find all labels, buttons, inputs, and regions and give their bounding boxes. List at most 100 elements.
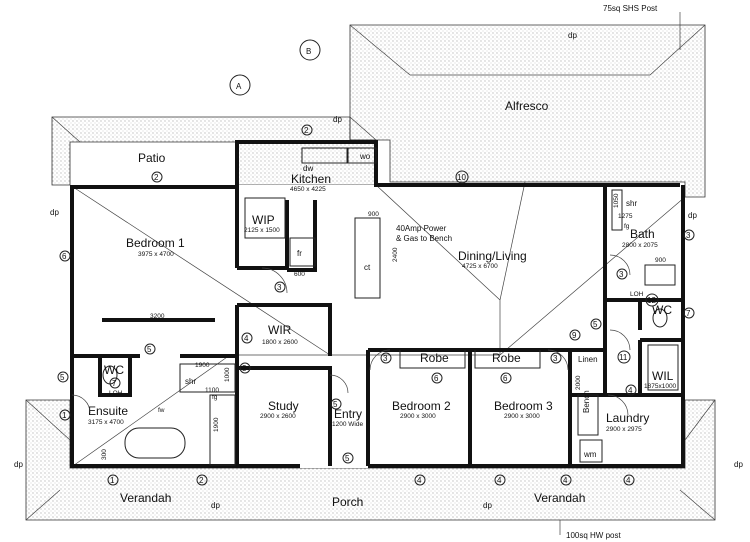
marker: 5 — [60, 373, 65, 382]
dp-label: dp — [14, 460, 23, 469]
fr-label: fr — [297, 249, 302, 258]
wir-dim: 1800 x 2600 — [262, 339, 298, 346]
power-note-1: 40Amp Power — [396, 224, 447, 233]
door-markers: 2 2 10 6 3 5 5 7 7 1 4 3 3 3 3 6 6 5 5 9… — [57, 124, 695, 486]
bedroom1-label: Bedroom 1 — [126, 236, 185, 250]
dining-label: Dining/Living — [458, 249, 527, 263]
patio-label: Patio — [138, 151, 166, 165]
dp-label: dp — [483, 501, 492, 510]
marker: 3 — [242, 364, 247, 373]
fg-label-bath: fg — [624, 223, 630, 230]
bath-dim: 2800 x 2075 — [622, 242, 658, 249]
bottom-post-label: 100sq HW post — [566, 531, 621, 540]
marker: 5 — [147, 345, 152, 354]
loh-ensuite-label: LOH — [109, 390, 123, 397]
alfresco-label: Alfresco — [505, 99, 549, 113]
dp-label: dp — [333, 115, 342, 124]
marker: 2 — [199, 476, 204, 485]
loh-bath-label: LOH — [630, 291, 644, 298]
dp-label: dp — [688, 211, 697, 220]
ceiling-hip-lines — [69, 181, 686, 469]
shr-ensuite-label: shr — [185, 377, 196, 386]
fixtures — [102, 147, 679, 466]
verandah-left-label: Verandah — [120, 491, 171, 505]
marker: 3 — [277, 283, 282, 292]
laundry-dim: 2900 x 2975 — [606, 426, 642, 433]
dim-2400: 2400 — [392, 247, 399, 262]
robe1-label: Robe — [420, 351, 449, 365]
roof-hip-lines — [25, 24, 716, 521]
marker: 10 — [457, 173, 466, 182]
marker: 5 — [345, 454, 350, 463]
marker: 4 — [628, 386, 633, 395]
power-note-2: & Gas to Bench — [396, 234, 452, 243]
laundry-label: Laundry — [606, 411, 649, 425]
bench-label: Bench — [582, 390, 591, 413]
dim-3200: 3200 — [150, 313, 165, 320]
dim-1275: 1275 — [618, 213, 633, 220]
marker: 9 — [572, 331, 577, 340]
ensuite-label: Ensuite — [88, 404, 128, 418]
dim-600: 600 — [294, 271, 305, 278]
dp-label: dp — [734, 460, 743, 469]
marker: 1 — [62, 411, 67, 420]
marker: 4 — [417, 476, 422, 485]
wip-dim: 2125 x 1500 — [244, 227, 280, 234]
marker: 4 — [626, 476, 631, 485]
top-post-label: 75sq SHS Post — [603, 4, 658, 13]
verandah-right-label: Verandah — [534, 491, 585, 505]
marker: 2 — [154, 173, 159, 182]
marker: 3 — [383, 354, 388, 363]
porch-label: Porch — [332, 495, 363, 509]
ct-label: ct — [364, 263, 371, 272]
marker: 7 — [112, 379, 117, 388]
wo-label: wo — [359, 152, 371, 161]
bath-label: Bath — [630, 227, 655, 241]
dim-900: 900 — [368, 211, 379, 218]
wil-dim: 1875x1000 — [644, 383, 677, 390]
wir-label: WIR — [268, 323, 292, 337]
linen-label: Linen — [578, 355, 598, 364]
wip-label: WIP — [252, 213, 275, 227]
dp-label: dp — [211, 501, 220, 510]
marker: 3 — [553, 354, 558, 363]
bedroom3-label: Bedroom 3 — [494, 399, 553, 413]
dim-900b: 900 — [655, 257, 666, 264]
bedroom2-dim: 2900 x 3000 — [400, 413, 436, 420]
kitchen-label: Kitchen — [291, 172, 331, 186]
wc-label-bath: WC — [652, 303, 672, 317]
dining-dim: 4725 x 6700 — [462, 263, 498, 270]
bedroom1-dim: 3975 x 4700 — [138, 251, 174, 258]
marker: 5 — [333, 400, 338, 409]
fg-label-ensuite: fg — [212, 394, 218, 401]
dim-1900-top: 1900 — [195, 362, 210, 369]
marker: 5 — [593, 320, 598, 329]
marker: 12 — [647, 296, 656, 305]
bedroom3-dim: 2900 x 3000 — [504, 413, 540, 420]
grid-bubble-a — [229, 74, 251, 96]
kitchen-dim: 4650 x 4225 — [290, 186, 326, 193]
dp-label: dp — [50, 208, 59, 217]
grid-bubble-b — [299, 39, 321, 61]
marker: 4 — [563, 476, 568, 485]
marker: 4 — [244, 334, 249, 343]
study-dim: 2900 x 2600 — [260, 413, 296, 420]
dim-1050: 1050 — [613, 193, 620, 208]
dp-label: dp — [568, 31, 577, 40]
dim-2000: 2000 — [575, 375, 582, 390]
door-swings — [71, 254, 631, 416]
marker: 6 — [503, 374, 508, 383]
dim-1100: 1100 — [205, 387, 219, 394]
marker: 2 — [304, 126, 309, 135]
bedroom2-label: Bedroom 2 — [392, 399, 451, 413]
marker: 7 — [686, 309, 691, 318]
marker: 6 — [62, 252, 67, 261]
dim-1000: 1000 — [224, 367, 231, 382]
marker: 6 — [434, 374, 439, 383]
wc-label-ensuite: WC — [104, 363, 124, 377]
entry-dim: 1200 Wide — [332, 421, 363, 428]
grid-label-b: B — [306, 47, 311, 56]
shr-bath-label: shr — [626, 199, 637, 208]
dim-1900-side: 1900 — [213, 417, 220, 432]
